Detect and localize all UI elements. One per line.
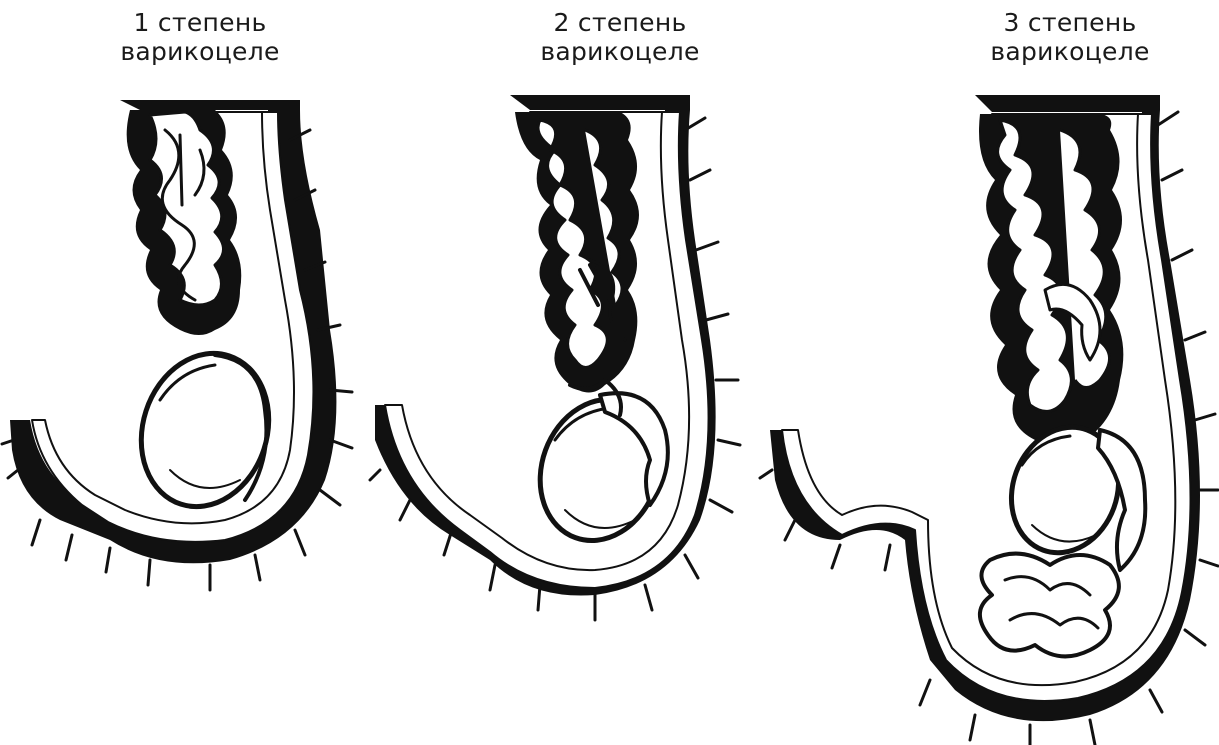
stage-3-illustration [760,0,1219,745]
stage-1-illustration [0,0,400,745]
stage-2-illustration [380,0,800,745]
stage-1-panel: 1 степень варикоцеле [0,0,400,745]
stage-2-panel: 2 степень варикоцеле [380,0,800,745]
stage-3-panel: 3 степень варикоцеле [760,0,1219,745]
